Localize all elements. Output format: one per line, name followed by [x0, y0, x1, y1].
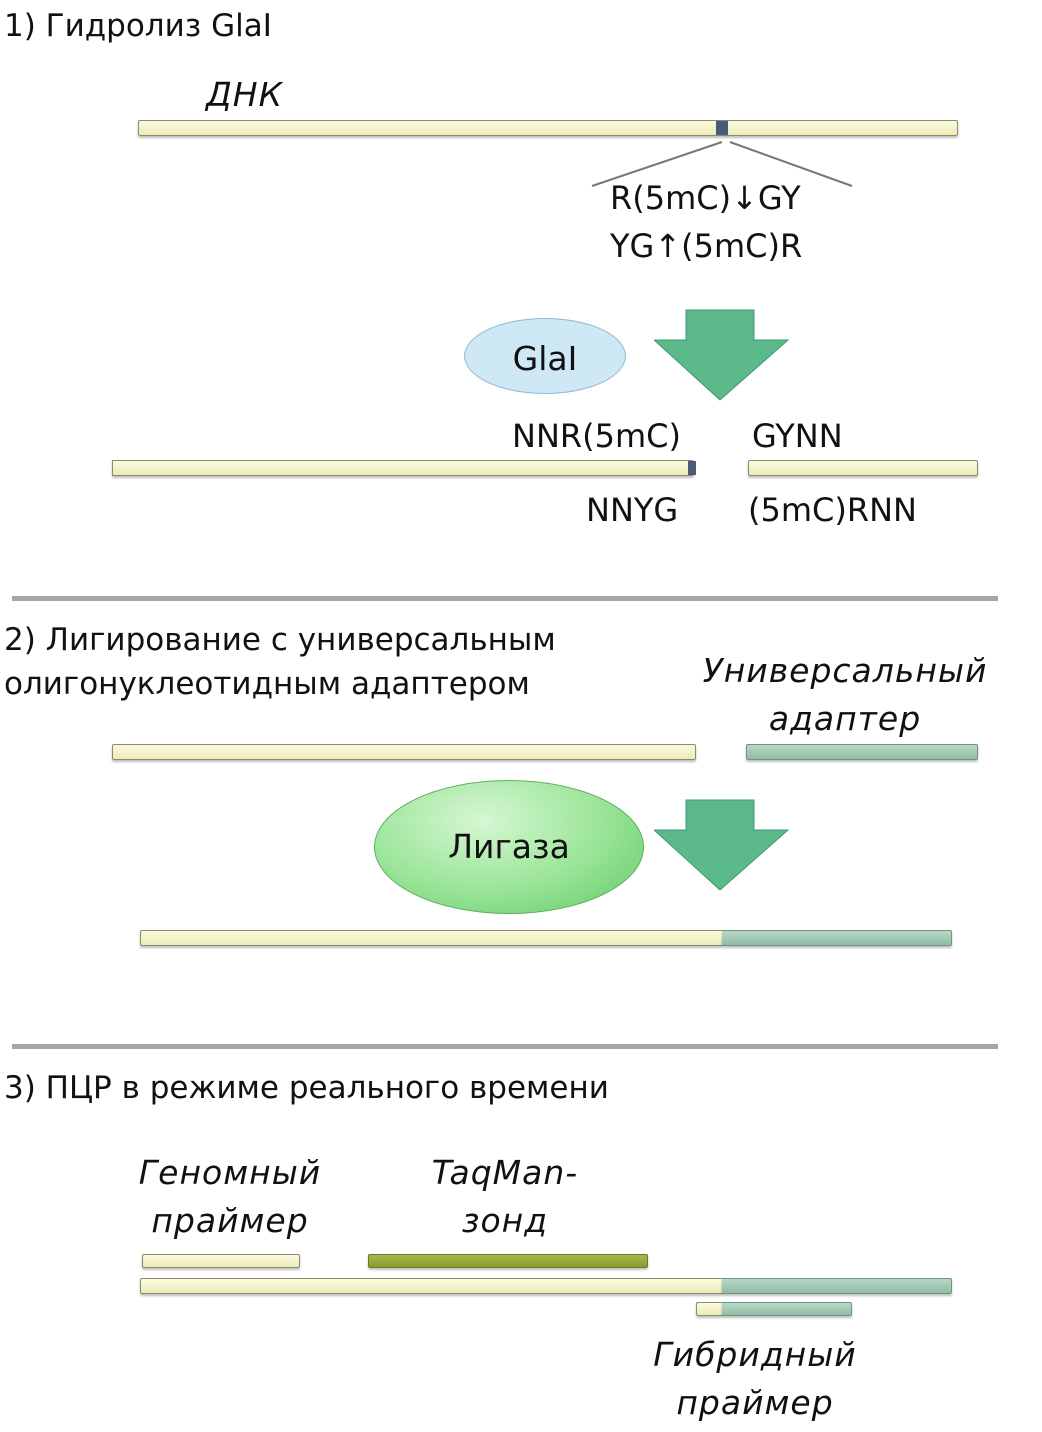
dna-fragment-to-ligate	[112, 744, 696, 760]
taqman-probe-label-line2: зонд	[461, 1201, 549, 1240]
step2-heading-line2: олигонуклеотидным адаптером	[4, 666, 530, 702]
section-divider-1	[12, 596, 998, 601]
down-arrow-icon	[654, 799, 790, 891]
recognition-site-top-strand: R(5mC)↓GY	[610, 179, 801, 217]
glai-enzyme: GlaI	[464, 318, 626, 394]
genomic-primer-label-line1: Геномный	[138, 1153, 322, 1192]
section-divider-2	[12, 1044, 998, 1049]
genomic-primer-strand	[142, 1254, 300, 1268]
dna-strand-intact	[138, 120, 958, 136]
dna-right-fragment	[748, 460, 978, 476]
left-fragment-top-end: NNR(5mC)	[512, 417, 681, 455]
universal-adapter-label-line1: Универсальный	[702, 651, 988, 690]
ligated-dna-part	[140, 930, 722, 946]
taqman-probe-label-line1: TaqMan-	[431, 1153, 579, 1192]
step3-heading: 3) ПЦР в режиме реального времени	[4, 1070, 609, 1106]
dna-label: ДНК	[206, 75, 284, 114]
template-dna-part	[140, 1278, 722, 1294]
left-fragment-cut-end	[688, 461, 696, 475]
ligase-enzyme-label: Лигаза	[448, 827, 570, 866]
down-arrow-icon	[654, 309, 790, 401]
ligated-adapter-part	[722, 930, 952, 946]
right-fragment-top-end: GYNN	[752, 417, 843, 455]
step2-heading-line1: 2) Лигирование с универсальным	[4, 622, 556, 658]
recognition-site-marker	[716, 121, 728, 135]
universal-adapter-strand	[746, 744, 978, 760]
hybrid-primer-label-line2: праймер	[676, 1383, 834, 1422]
recognition-site-bottom-strand: YG↑(5mC)R	[610, 227, 803, 265]
hybrid-primer-genomic-part	[696, 1302, 722, 1316]
step1-heading: 1) Гидролиз GlaI	[4, 8, 272, 44]
hybrid-primer-label-line1: Гибридный	[653, 1335, 857, 1374]
left-fragment-bottom-end: NNYG	[586, 491, 679, 529]
genomic-primer-label-line2: праймер	[151, 1201, 309, 1240]
dna-left-fragment	[112, 460, 694, 476]
universal-adapter-label-line2: адаптер	[768, 699, 922, 738]
right-fragment-bottom-end: (5mC)RNN	[748, 491, 917, 529]
template-adapter-part	[722, 1278, 952, 1294]
ligase-enzyme: Лигаза	[374, 780, 644, 914]
glai-enzyme-label: GlaI	[512, 339, 578, 378]
taqman-probe-strand	[368, 1254, 648, 1268]
hybrid-primer-adapter-part	[722, 1302, 852, 1316]
